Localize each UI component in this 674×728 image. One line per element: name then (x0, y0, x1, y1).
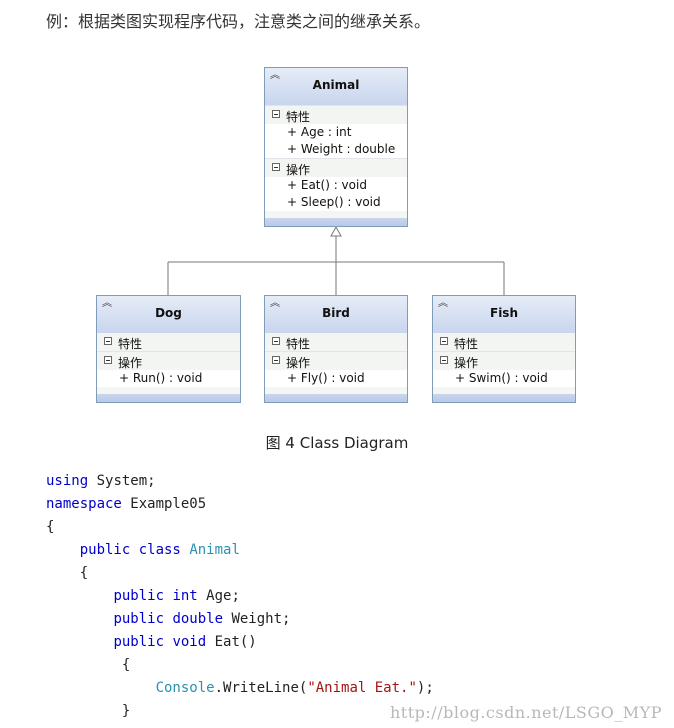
operations-section: 操作 (433, 351, 575, 370)
minus-icon (272, 356, 280, 364)
class-header: ︽ Fish (433, 296, 575, 333)
class-footer (265, 218, 407, 226)
member: + Run() : void (97, 370, 240, 387)
collapse-icon: ︽ (270, 70, 280, 81)
class-footer (265, 394, 407, 402)
class-name: Dog (155, 306, 182, 320)
attributes-section: 特性 (433, 333, 575, 351)
code-block: using System; namespace Example05 { publ… (46, 473, 434, 719)
minus-icon (440, 356, 448, 364)
attributes-section: 特性 (265, 105, 407, 124)
code-keyword: public void (113, 634, 207, 650)
class-name: Fish (490, 306, 518, 320)
code-keyword: public double (113, 611, 224, 627)
figure-caption: 图 4 Class Diagram (265, 434, 409, 452)
member: + Age : int (265, 124, 407, 141)
code-keyword: using (46, 473, 89, 489)
minus-icon (272, 337, 280, 345)
minus-icon (272, 163, 280, 171)
member: + Sleep() : void (265, 194, 407, 211)
code-keyword: public class (79, 542, 181, 558)
member: + Swim() : void (433, 370, 575, 387)
inheritance-arrowhead (330, 225, 342, 237)
minus-icon (104, 356, 112, 364)
class-footer (97, 394, 240, 402)
code-type: Console (155, 680, 215, 696)
class-dog: ︽ Dog 特性 操作 + Run() : void (96, 295, 241, 403)
watermark: http://blog.csdn.net/LSGO_MYP (390, 703, 662, 722)
class-name: Bird (322, 306, 350, 320)
intro-text: 例：根据类图实现程序代码，注意类之间的继承关系。 (46, 12, 431, 31)
minus-icon (104, 337, 112, 345)
class-fish: ︽ Fish 特性 操作 + Swim() : void (432, 295, 576, 403)
code-keyword: namespace (46, 496, 122, 512)
operations-section: 操作 (97, 351, 240, 370)
class-footer (433, 394, 575, 402)
code-keyword: public int (113, 588, 198, 604)
member: + Eat() : void (265, 177, 407, 194)
collapse-icon: ︽ (270, 298, 280, 309)
class-header: ︽ Bird (265, 296, 407, 333)
member: + Fly() : void (265, 370, 407, 387)
attributes-section: 特性 (265, 333, 407, 351)
class-animal: ︽ Animal 特性 + Age : int + Weight : doubl… (264, 67, 408, 227)
class-bird: ︽ Bird 特性 操作 + Fly() : void (264, 295, 408, 403)
code-type: Animal (189, 542, 240, 558)
class-name: Animal (312, 78, 360, 92)
minus-icon (440, 337, 448, 345)
collapse-icon: ︽ (102, 298, 112, 309)
class-header: ︽ Animal (265, 68, 407, 105)
collapse-icon: ︽ (438, 298, 448, 309)
class-header: ︽ Dog (97, 296, 240, 333)
operations-section: 操作 (265, 158, 407, 177)
code-string: "Animal Eat." (307, 680, 417, 696)
minus-icon (272, 110, 280, 118)
member: + Weight : double (265, 141, 407, 158)
operations-section: 操作 (265, 351, 407, 370)
attributes-section: 特性 (97, 333, 240, 351)
